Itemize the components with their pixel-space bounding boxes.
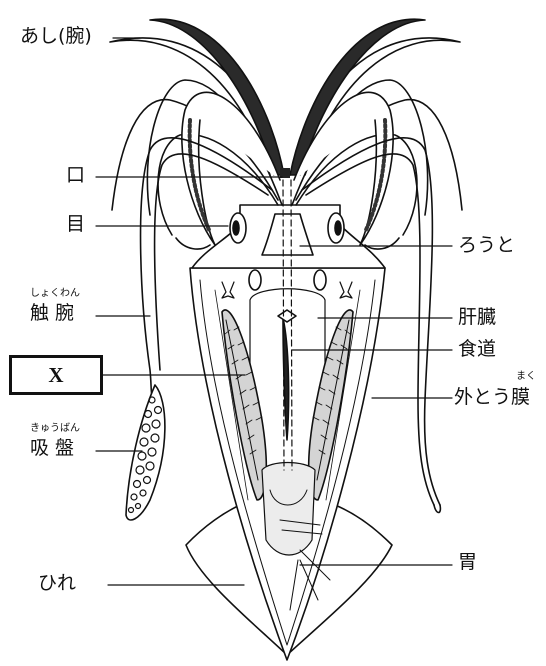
stomach (262, 463, 315, 556)
label-stomach: 胃 (458, 553, 477, 572)
label-eye: 目 (66, 215, 85, 234)
label-fin: ひれ (38, 574, 76, 593)
label-liver: 肝臓 (458, 308, 496, 327)
ruby-membrane: まく (516, 372, 536, 382)
label-arm: あし(腕) (20, 27, 92, 46)
label-x-box: X (9, 355, 103, 395)
label-sucker: 吸盤 (30, 439, 80, 458)
ruby-sucker: きゅうばん (30, 424, 80, 434)
label-mantle: 外とう膜 (454, 388, 530, 407)
label-mouth: 口 (66, 166, 85, 185)
label-tentacle: 触腕 (30, 304, 80, 323)
ruby-tentacle: しょくわん (30, 289, 80, 299)
label-esophagus: 食道 (458, 340, 496, 359)
label-funnel: ろうと (458, 236, 515, 255)
